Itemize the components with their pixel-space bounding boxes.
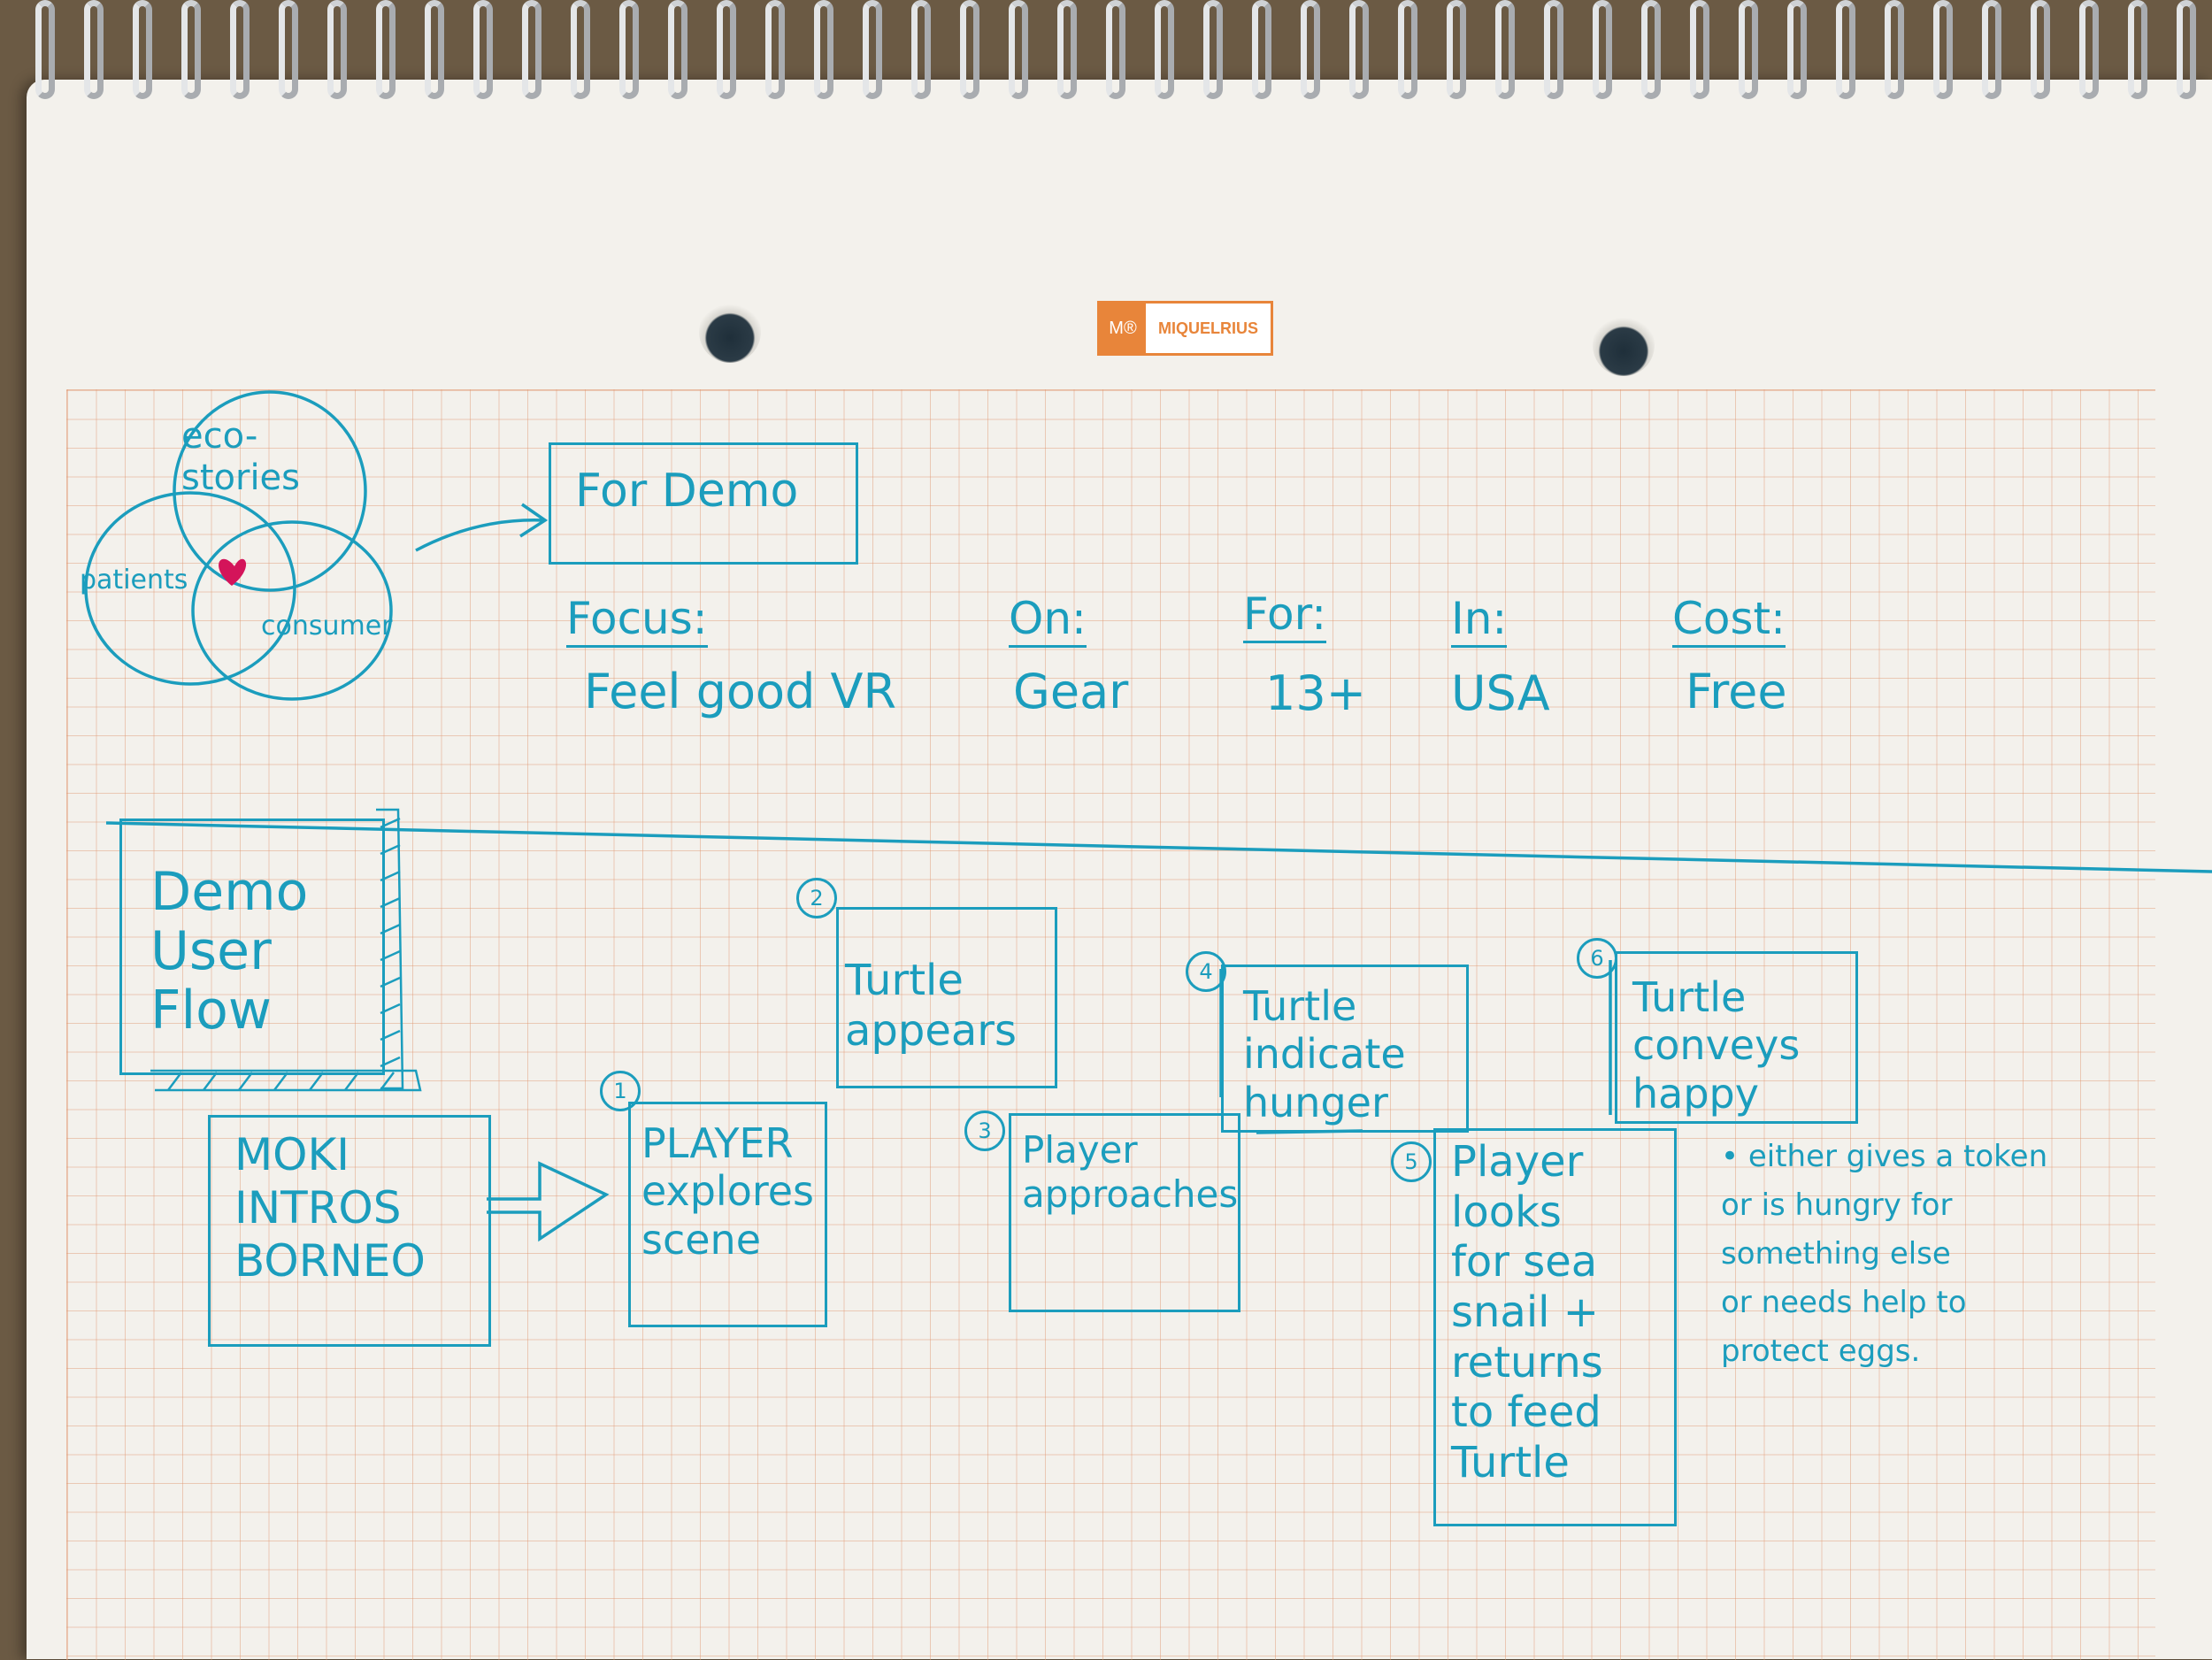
binding-ring [1009, 0, 1028, 99]
binding-ring [1739, 0, 1758, 99]
binding-ring [668, 0, 687, 99]
venn-label-patients: patients [80, 565, 188, 596]
binding-ring [717, 0, 736, 99]
binding-ring [1641, 0, 1661, 99]
flow-title-hatching [150, 808, 422, 1092]
binding-ring [1252, 0, 1271, 99]
step-text: Turtle appears [845, 956, 1018, 1056]
binding-ring [814, 0, 833, 99]
step-text: PLAYER explores scene [641, 1119, 815, 1264]
brand-mark: M® [1100, 304, 1146, 353]
spec-label-on: On: [1009, 593, 1087, 648]
section-divider-line [105, 821, 2212, 873]
binding-ring [376, 0, 396, 99]
flow-title: Demo User Flow [150, 861, 309, 1042]
binding-ring [1106, 0, 1125, 99]
binding-ring [1155, 0, 1174, 99]
step-text: Player looks for sea snail + returns to … [1451, 1137, 1603, 1487]
step-box [1009, 1113, 1240, 1312]
spec-label-in: In: [1451, 593, 1508, 648]
brand-name: MIQUELRIUS [1158, 319, 1259, 337]
binding-ring [1203, 0, 1223, 99]
step-number: 4 [1186, 951, 1226, 992]
binding-ring [2079, 0, 2099, 99]
binding-ring [279, 0, 298, 99]
binding-ring [1982, 0, 2001, 99]
step-box [1221, 964, 1469, 1133]
binding-ring [571, 0, 590, 99]
binding-ring [1690, 0, 1709, 99]
arrow-to-demo-box [415, 519, 545, 552]
binding-ring [1544, 0, 1563, 99]
binding-ring [863, 0, 882, 99]
binding-ring [522, 0, 541, 99]
binding-ring [911, 0, 931, 99]
step-number: 1 [600, 1071, 641, 1111]
graph-paper-grid [66, 389, 2155, 1660]
binding-ring [1593, 0, 1612, 99]
intro-box [208, 1115, 491, 1347]
spec-value-cost: Free [1686, 664, 1787, 719]
venn-circle-consumer [191, 520, 393, 701]
binding-ring [84, 0, 104, 99]
venn-label-consumer: consumer [261, 611, 393, 642]
venn-circle-eco-stories [173, 390, 367, 592]
demo-box [549, 442, 858, 565]
brand-logo: M® MIQUELRIUS [1097, 301, 1274, 356]
flow-title-box [119, 818, 385, 1075]
venn-circle-patients [84, 491, 296, 686]
binding-ring [2031, 0, 2050, 99]
binding-ring [181, 0, 201, 99]
heart-icon [219, 558, 247, 586]
binding-ring [230, 0, 250, 99]
step-number: 5 [1391, 1141, 1432, 1182]
binding-ring [619, 0, 639, 99]
arrow-head [519, 503, 549, 538]
binding-ring [1495, 0, 1515, 99]
binding-ring [1349, 0, 1369, 99]
binding-ring [473, 0, 493, 99]
step-box [836, 907, 1057, 1088]
punch-hole [1593, 314, 1655, 376]
binding-ring [1836, 0, 1855, 99]
arrow-intro-to-step1 [487, 1161, 610, 1242]
binding-ring [133, 0, 152, 99]
step-text: Turtle conveys happy [1632, 973, 1801, 1118]
side-note: • either gives a token or is hungry for … [1721, 1139, 2048, 1370]
venn-label-eco-stories: eco- stories [181, 416, 301, 499]
step-number: 6 [1577, 938, 1617, 979]
intro-box-text: MOKI INTROS BORNEO [234, 1129, 426, 1287]
spiral-binding [0, 0, 2212, 115]
step-text: Player approaches [1022, 1128, 1239, 1216]
binding-ring [2177, 0, 2196, 99]
step-number: 3 [964, 1111, 1005, 1151]
step-number: 2 [796, 878, 837, 918]
step-box [1433, 1128, 1677, 1526]
binding-ring [1933, 0, 1953, 99]
binding-ring [1301, 0, 1320, 99]
binding-ring [1447, 0, 1466, 99]
binding-ring [2128, 0, 2147, 99]
spec-value-focus: Feel good VR [584, 664, 896, 719]
spec-label-for: For: [1243, 588, 1327, 643]
binding-ring [1057, 0, 1077, 99]
spec-label-focus: Focus: [566, 593, 708, 648]
binding-ring [35, 0, 55, 99]
spec-value-for: 13+ [1265, 665, 1366, 721]
step-box [628, 1102, 827, 1327]
binding-ring [1398, 0, 1417, 99]
spec-value-in: USA [1451, 665, 1550, 721]
spec-value-on: Gear [1013, 664, 1129, 719]
binding-ring [327, 0, 347, 99]
step-text: Turtle indicate hunger [1243, 982, 1406, 1126]
demo-box-label: For Demo [575, 465, 799, 518]
binding-ring [425, 0, 444, 99]
binding-ring [1885, 0, 1904, 99]
spec-label-cost: Cost: [1672, 593, 1786, 648]
step-box [1615, 951, 1858, 1124]
binding-ring [1787, 0, 1807, 99]
binding-ring [960, 0, 979, 99]
punch-hole [699, 301, 761, 363]
binding-ring [765, 0, 785, 99]
